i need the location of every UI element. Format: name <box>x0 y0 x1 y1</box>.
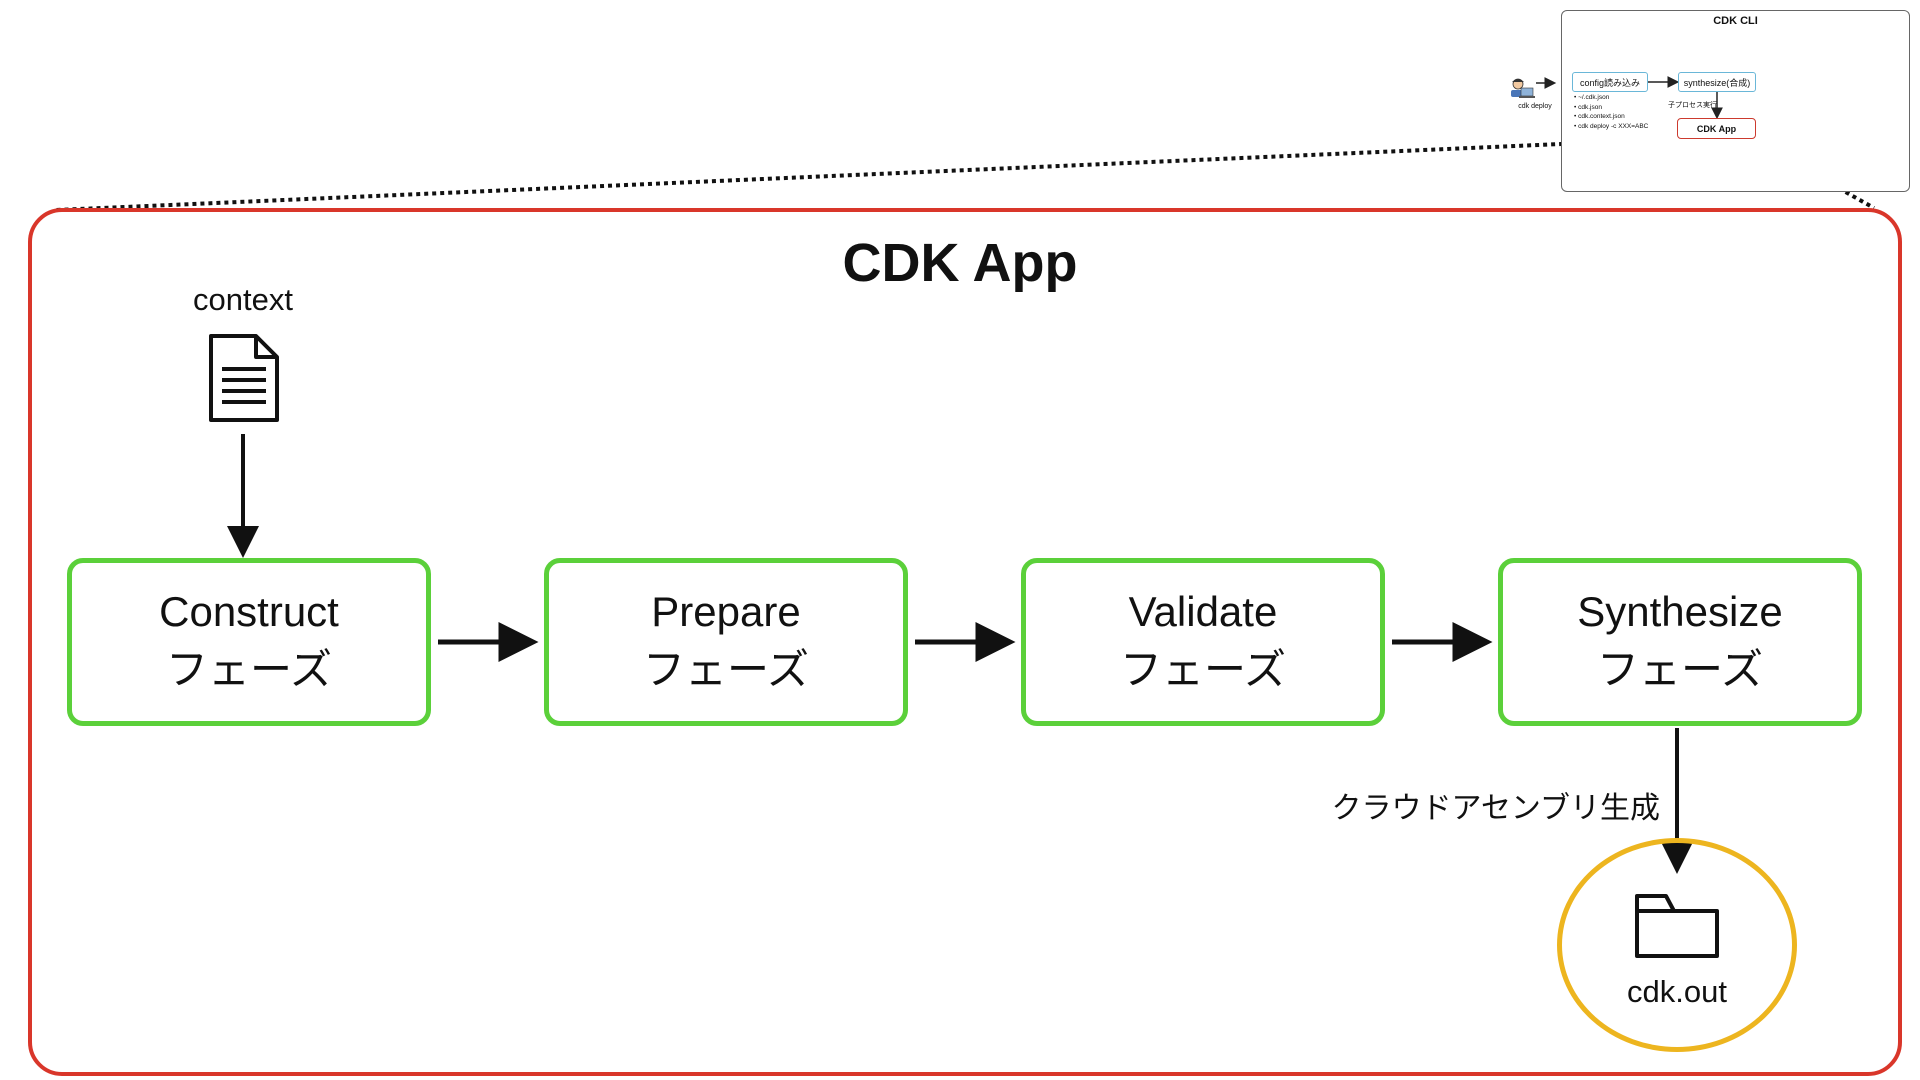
zoom-line-right <box>1754 139 1875 210</box>
cli-subprocess-label: 子プロセス実行 <box>1668 102 1717 109</box>
app-title: CDK App <box>842 233 1078 293</box>
config-file-item: ~/.cdk.json <box>1574 93 1648 103</box>
config-file-item: cdk.json <box>1574 103 1648 113</box>
output-circle <box>1557 838 1797 1052</box>
cli-app-box: CDK App <box>1677 118 1756 139</box>
phase-name: Synthesize <box>1577 588 1783 635</box>
assembly-label: クラウドアセンブリ生成 <box>1331 792 1661 825</box>
cli-config-box: config読み込み <box>1572 72 1648 92</box>
zoom-line-left <box>55 137 1676 212</box>
phase-suffix: フェーズ <box>166 646 332 693</box>
output-label: cdk.out <box>1627 974 1727 1009</box>
cli-title: CDK CLI <box>1713 15 1758 27</box>
phase-suffix: フェーズ <box>1120 646 1286 693</box>
context-label: context <box>193 282 293 317</box>
config-file-item: cdk deploy -c XXX=ABC <box>1574 122 1648 132</box>
phase-name: Prepare <box>651 588 801 635</box>
phase-synthesize: Synthesize フェーズ <box>1498 558 1862 726</box>
cdk-app-frame <box>28 208 1902 1076</box>
cli-synth-box: synthesize(合成) <box>1678 72 1756 92</box>
cli-connectors <box>1536 76 1723 120</box>
phase-suffix: フェーズ <box>1597 646 1763 693</box>
phase-name: Validate <box>1128 588 1278 635</box>
phase-suffix: フェーズ <box>643 646 809 693</box>
phase-construct: Construct フェーズ <box>67 558 431 726</box>
cli-config-files: ~/.cdk.json cdk.json cdk.context.json cd… <box>1574 93 1648 131</box>
phase-name: Construct <box>159 588 339 635</box>
cli-user-label: cdk deploy <box>1518 103 1552 110</box>
phase-prepare: Prepare フェーズ <box>544 558 908 726</box>
config-file-item: cdk.context.json <box>1574 112 1648 122</box>
folder-icon <box>1635 894 1719 958</box>
phase-validate: Validate フェーズ <box>1021 558 1385 726</box>
user-laptop-icon <box>1511 78 1535 98</box>
document-icon <box>209 334 279 422</box>
